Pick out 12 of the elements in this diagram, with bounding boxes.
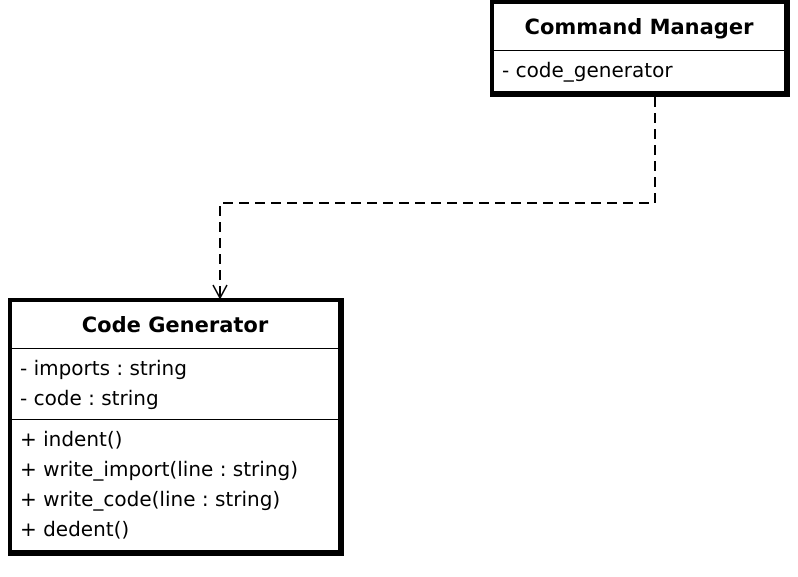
class-attribute: - code : string — [20, 385, 159, 412]
class-method: + dedent() — [20, 516, 130, 543]
class-box — [8, 298, 344, 556]
class-name: Command Manager — [524, 14, 754, 41]
class-attribute: - code_generator — [502, 57, 673, 84]
class-method: + indent() — [20, 426, 122, 453]
class-method: + write_code(line : string) — [20, 486, 280, 513]
dependency-arrow — [212, 97, 656, 299]
class-box — [490, 0, 790, 97]
class-name: Code Generator — [80, 312, 270, 339]
class-method: + write_import(line : string) — [20, 456, 298, 483]
class-attribute: - imports : string — [20, 355, 187, 382]
